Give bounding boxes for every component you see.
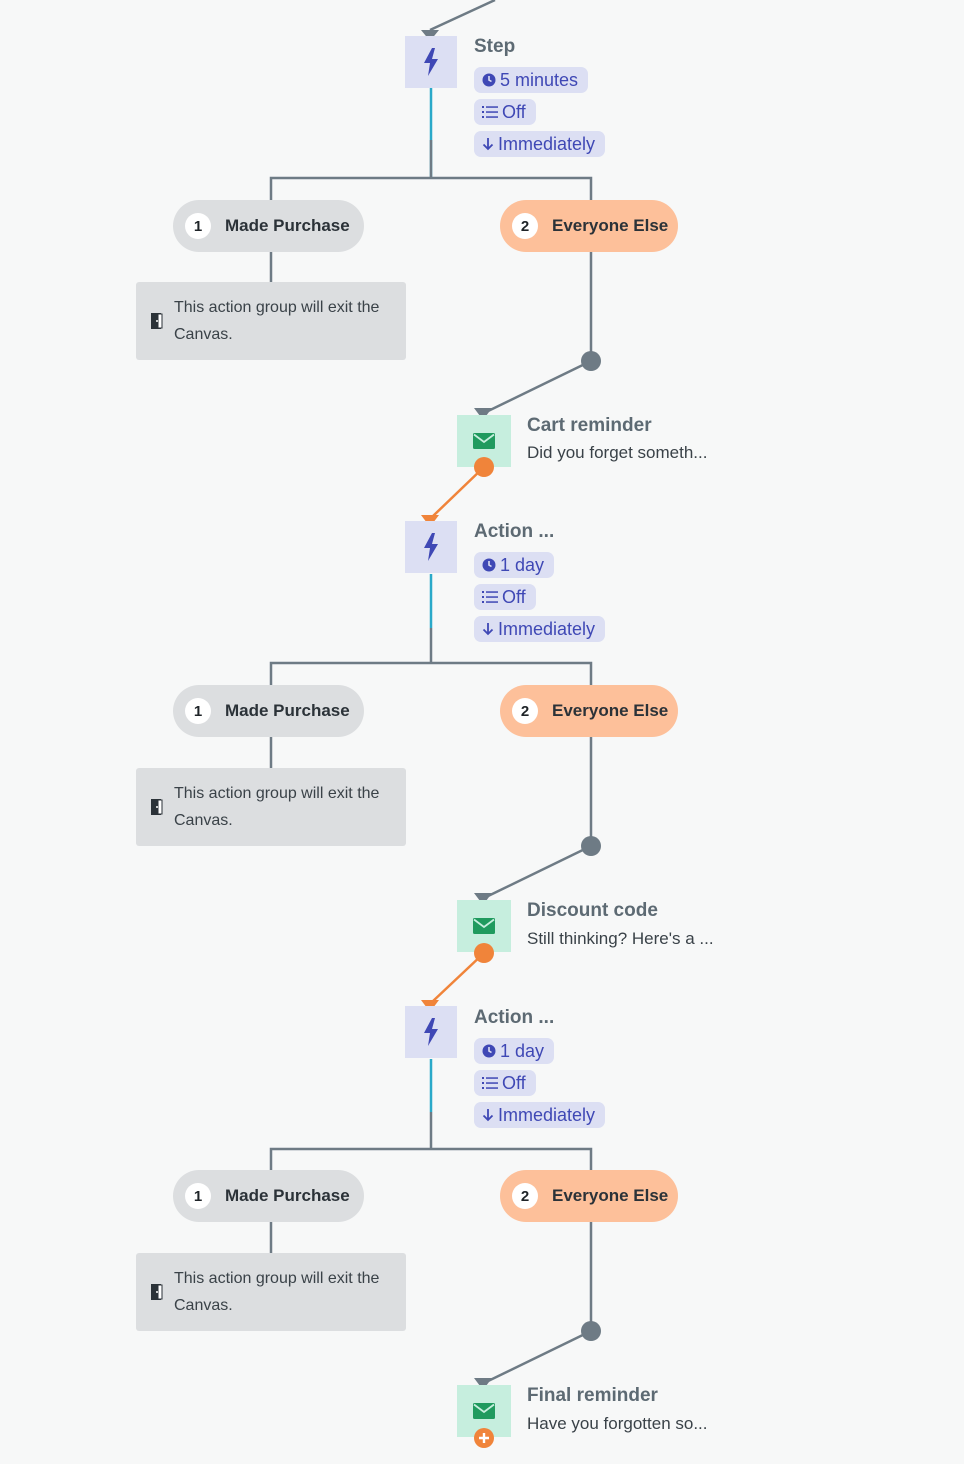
exit-text: This action group will exit the Canvas. <box>174 785 380 829</box>
message-subtitle: Still thinking? Here's a ... <box>527 929 714 948</box>
group-label: Everyone Else <box>552 701 669 720</box>
message-subtitle: Have you forgotten so... <box>527 1414 708 1433</box>
delay-label: 1 day <box>500 1041 545 1061</box>
group-number: 2 <box>512 213 538 239</box>
arrow-down-icon <box>482 623 494 636</box>
connector-handle[interactable] <box>581 351 601 371</box>
message-subtitle: Did you forget someth... <box>527 443 708 462</box>
exit-canvas-notice: This action group will exit the Canvas. <box>136 1253 406 1331</box>
exit-text: This action group will exit the Canvas. <box>174 1270 380 1314</box>
exit-text: This action group will exit the Canvas. <box>174 299 380 343</box>
lightning-icon <box>424 48 438 76</box>
action-group-made-purchase[interactable]: 1 Made Purchase <box>173 685 364 737</box>
lightning-icon <box>424 1018 438 1046</box>
message-title[interactable]: Final reminder <box>527 1385 658 1406</box>
connector-handle[interactable] <box>581 836 601 856</box>
connector-arrow <box>421 30 439 41</box>
delay-chip[interactable]: 1 day <box>474 552 555 578</box>
list-icon <box>482 1077 498 1089</box>
plus-icon <box>479 1433 489 1443</box>
step-title[interactable]: Step <box>474 36 516 57</box>
action-path-step[interactable] <box>405 521 457 573</box>
email-icon <box>473 433 495 449</box>
ranking-chip[interactable]: Off <box>474 1070 536 1096</box>
connector-line <box>431 952 485 1003</box>
clock-icon <box>482 1044 496 1058</box>
clock-icon <box>482 558 496 572</box>
arrow-down-icon <box>482 1109 494 1122</box>
group-label: Everyone Else <box>552 216 669 235</box>
connector-line <box>429 0 496 32</box>
group-number: 2 <box>512 698 538 724</box>
action-group-everyone-else[interactable]: 2 Everyone Else <box>500 200 678 252</box>
email-icon <box>473 918 495 934</box>
action-group-everyone-else[interactable]: 2 Everyone Else <box>500 685 678 737</box>
delay-label: 1 day <box>500 555 545 575</box>
ranking-label: Off <box>502 102 526 122</box>
list-icon <box>482 106 498 118</box>
connector-line <box>483 1329 592 1385</box>
connector-handle[interactable] <box>581 1321 601 1341</box>
connector-handle[interactable] <box>474 943 494 963</box>
exit-door-icon <box>151 799 163 815</box>
connector-arrow <box>474 893 492 905</box>
connector-line <box>269 1147 593 1170</box>
connector-arrow <box>474 1378 492 1390</box>
advancement-label: Immediately <box>498 134 596 154</box>
group-label: Made Purchase <box>225 701 350 720</box>
delay-chip[interactable]: 5 minutes <box>474 67 589 93</box>
ranking-chip[interactable]: Off <box>474 584 536 610</box>
advancement-chip[interactable]: Immediately <box>474 616 606 642</box>
exit-door-icon <box>151 1284 163 1300</box>
connector-line <box>269 176 593 200</box>
group-label: Made Purchase <box>225 216 350 235</box>
action-group-everyone-else[interactable]: 2 Everyone Else <box>500 1170 678 1222</box>
ranking-label: Off <box>502 1073 526 1093</box>
action-path-step[interactable] <box>405 1006 457 1058</box>
connector-arrow <box>474 408 492 420</box>
connector-handle[interactable] <box>474 457 494 477</box>
advancement-label: Immediately <box>498 619 596 639</box>
exit-door-icon <box>151 313 163 329</box>
group-number: 1 <box>185 213 211 239</box>
arrow-down-icon <box>482 138 494 151</box>
group-label: Made Purchase <box>225 1186 350 1205</box>
step-title[interactable]: Action ... <box>474 521 555 542</box>
advancement-chip[interactable]: Immediately <box>474 1102 606 1128</box>
email-icon <box>473 1403 495 1419</box>
action-path-step[interactable] <box>405 36 457 88</box>
exit-canvas-notice: This action group will exit the Canvas. <box>136 282 406 360</box>
group-label: Everyone Else <box>552 1186 669 1205</box>
add-step-button[interactable] <box>474 1428 494 1448</box>
ranking-label: Off <box>502 587 526 607</box>
exit-canvas-notice: This action group will exit the Canvas. <box>136 768 406 846</box>
connector-line <box>269 661 593 685</box>
group-number: 2 <box>512 1183 538 1209</box>
group-number: 1 <box>185 698 211 724</box>
connector-line <box>483 844 592 900</box>
connector-line <box>483 359 592 415</box>
message-title[interactable]: Cart reminder <box>527 415 652 436</box>
ranking-chip[interactable]: Off <box>474 99 536 125</box>
group-number: 1 <box>185 1183 211 1209</box>
message-title[interactable]: Discount code <box>527 900 658 921</box>
list-icon <box>482 591 498 603</box>
lightning-icon <box>424 533 438 561</box>
step-title[interactable]: Action ... <box>474 1007 555 1028</box>
advancement-label: Immediately <box>498 1105 596 1125</box>
connector-line <box>431 466 485 518</box>
delay-chip[interactable]: 1 day <box>474 1038 555 1064</box>
clock-icon <box>482 73 496 87</box>
action-group-made-purchase[interactable]: 1 Made Purchase <box>173 1170 364 1222</box>
advancement-chip[interactable]: Immediately <box>474 131 606 157</box>
delay-label: 5 minutes <box>500 70 579 90</box>
action-group-made-purchase[interactable]: 1 Made Purchase <box>173 200 364 252</box>
